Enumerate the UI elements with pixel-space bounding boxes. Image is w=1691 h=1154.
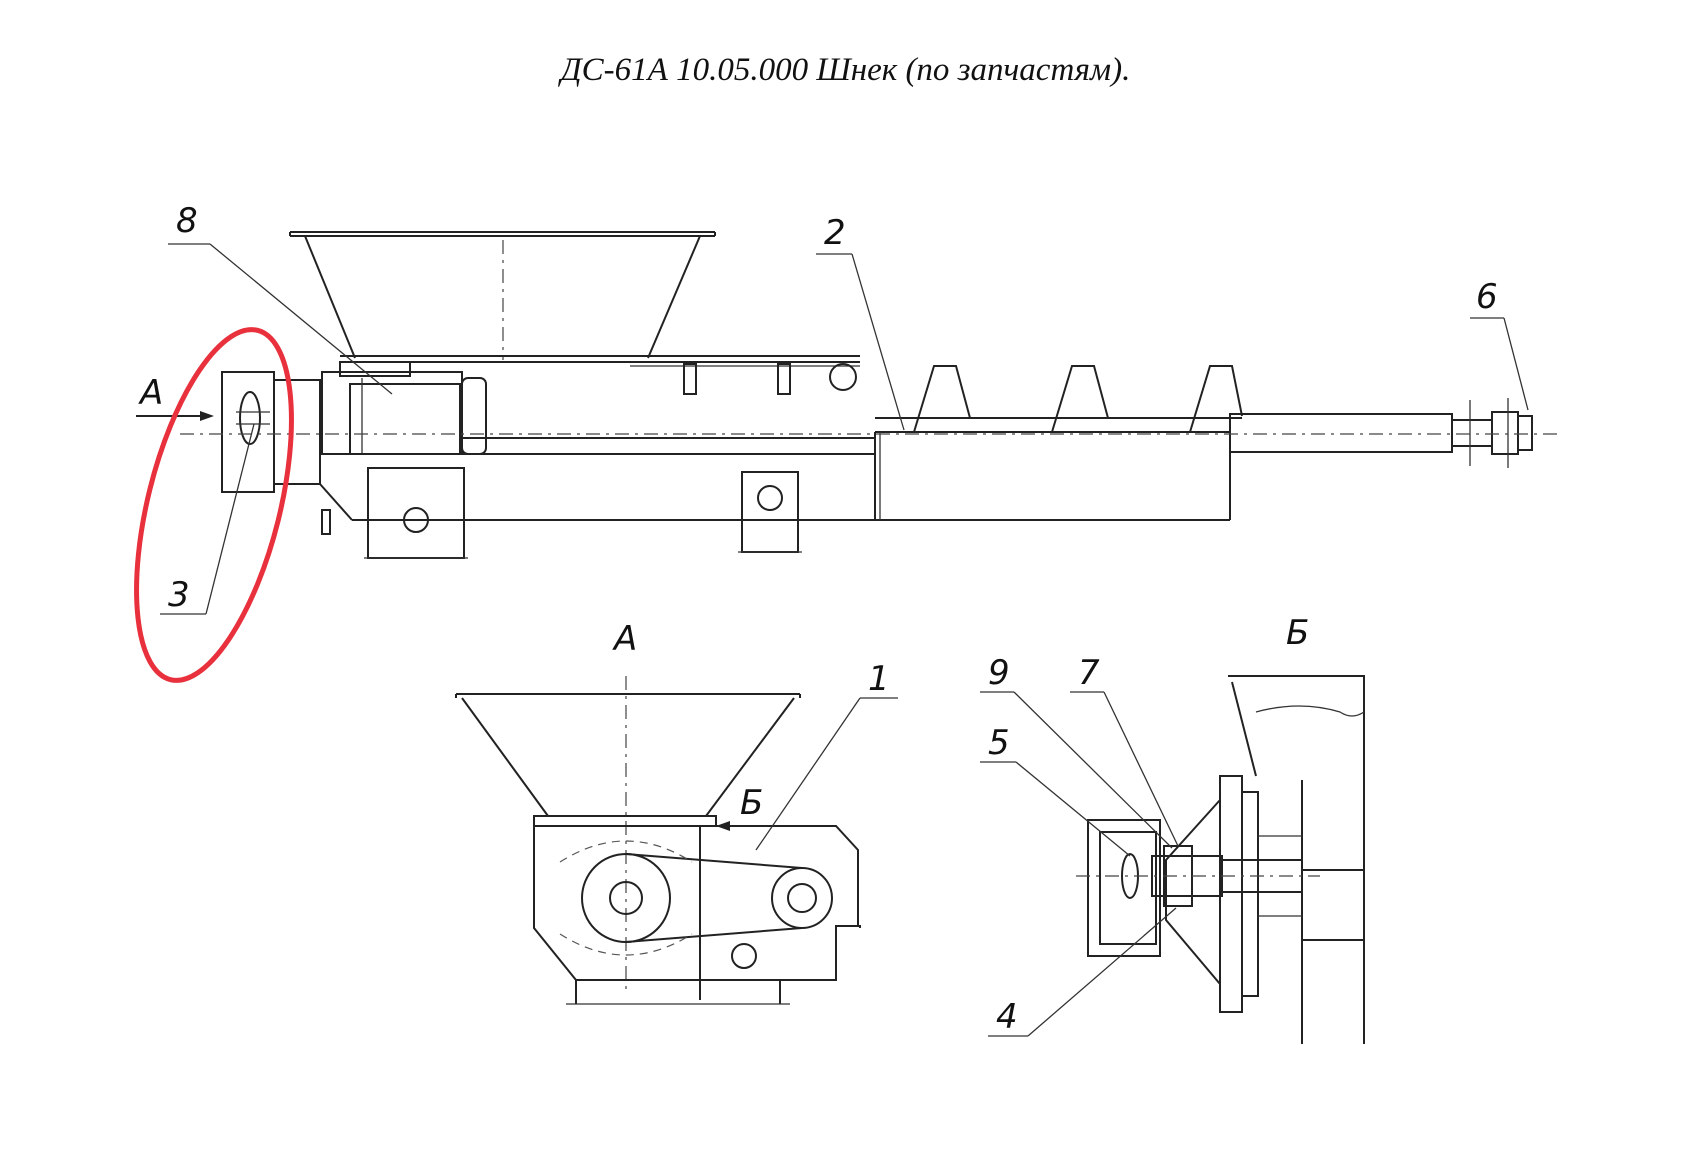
auger-shaft	[1229, 398, 1533, 468]
callout-label-3: 3	[168, 575, 190, 615]
callout-5: 5	[980, 723, 1131, 857]
view-a-detail: А Б	[455, 619, 861, 1005]
drive-unit	[321, 361, 487, 455]
callout-label-4: 4	[996, 997, 1018, 1037]
callout-9: 9	[980, 653, 1173, 849]
callout-label-7: 7	[1078, 653, 1100, 693]
view-b-label: Б	[1286, 613, 1309, 653]
callout-6: 6	[1470, 277, 1529, 411]
auger-side-view: А	[134, 231, 1560, 683]
callout-2: 2	[816, 213, 905, 431]
callout-label-1: 1	[868, 659, 890, 699]
callout-label-2: 2	[824, 213, 846, 253]
trough-body	[319, 431, 1231, 521]
end-cover	[221, 371, 321, 493]
callout-label-5: 5	[988, 723, 1010, 763]
callout-label-6: 6	[1476, 277, 1498, 317]
callout-1: 1	[755, 659, 898, 851]
hopper-top	[289, 231, 716, 360]
callout-7: 7	[1070, 653, 1179, 847]
auger-flights	[875, 365, 1243, 433]
view-arrow-b-label: Б	[740, 783, 763, 823]
callout-label-9: 9	[988, 653, 1010, 693]
callout-label-8: 8	[176, 201, 198, 241]
view-b-detail: Б	[1076, 613, 1365, 1044]
view-a-label: А	[612, 619, 637, 659]
highlight-ellipse	[134, 327, 294, 683]
page-title: ДС-61А 10.05.000 Шнек (по запчастям).	[560, 52, 1131, 88]
support-leg-left	[321, 467, 468, 559]
callout-4: 4	[988, 907, 1177, 1037]
view-arrow-a: А	[136, 373, 214, 421]
view-arrow-a-label: А	[138, 373, 163, 413]
support-leg-right	[738, 471, 802, 553]
callout-8: 8	[168, 201, 393, 395]
callout-3: 3	[160, 423, 255, 615]
